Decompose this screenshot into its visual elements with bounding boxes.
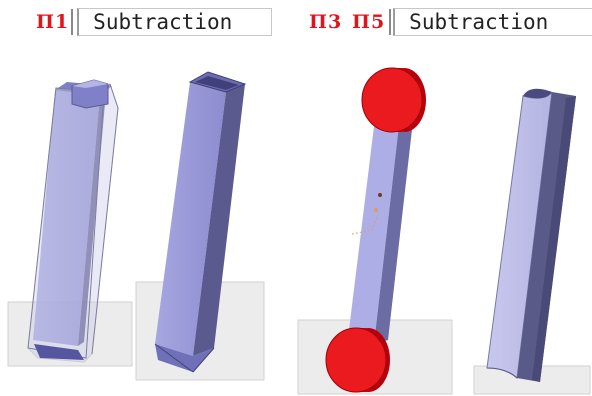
separator-bar-1: [71, 9, 73, 35]
label-group-1: П1 Subtraction: [36, 8, 273, 36]
label-group-5: П5 Subtraction: [352, 8, 592, 36]
channel-section: [486, 88, 576, 382]
hollow-tube: [154, 71, 247, 373]
dumbbell-model: [325, 67, 426, 393]
operation-label-5: Subtraction: [393, 8, 592, 36]
subtraction-bars-1: [27, 79, 119, 363]
operation-label-1: Subtraction: [77, 8, 273, 36]
panel-tag-3: П3: [309, 11, 343, 33]
panel-tag-1: П1: [36, 11, 70, 33]
label-group-3: П3: [309, 8, 342, 36]
separator-bar-5: [389, 9, 391, 35]
panel-tag-5: П5: [352, 11, 386, 33]
